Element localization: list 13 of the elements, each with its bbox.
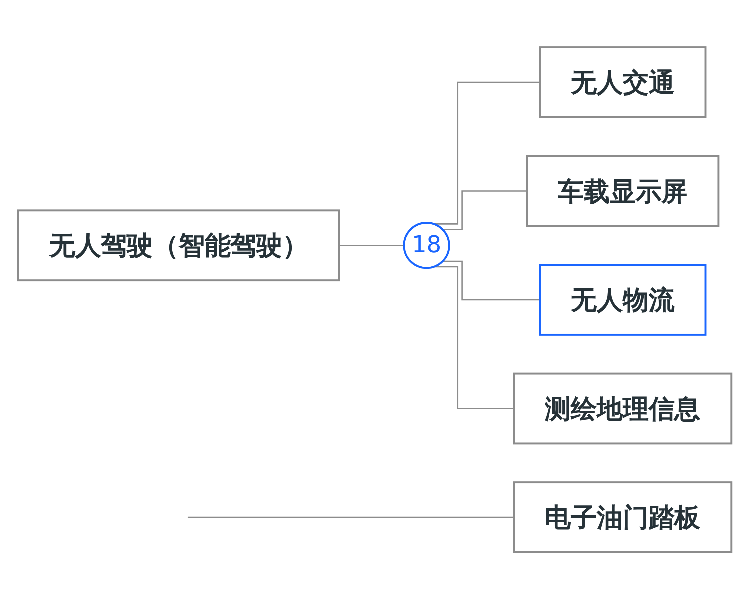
connector [188, 516, 514, 518]
node-box: 测绘地理信息 [513, 372, 733, 445]
connector [434, 82, 540, 225]
node-box: 无人物流 [539, 264, 707, 336]
node-box: 电子油门踏板 [513, 482, 733, 554]
connector [442, 260, 540, 301]
node-box: 车载显示屏 [526, 155, 720, 228]
connector [434, 266, 514, 410]
node-box: 无人驾驶（智能驾驶） [17, 210, 340, 282]
connector [442, 190, 528, 230]
connector [339, 244, 404, 246]
node-box: 无人交通 [539, 46, 707, 118]
node-circle: 18 [403, 222, 450, 270]
